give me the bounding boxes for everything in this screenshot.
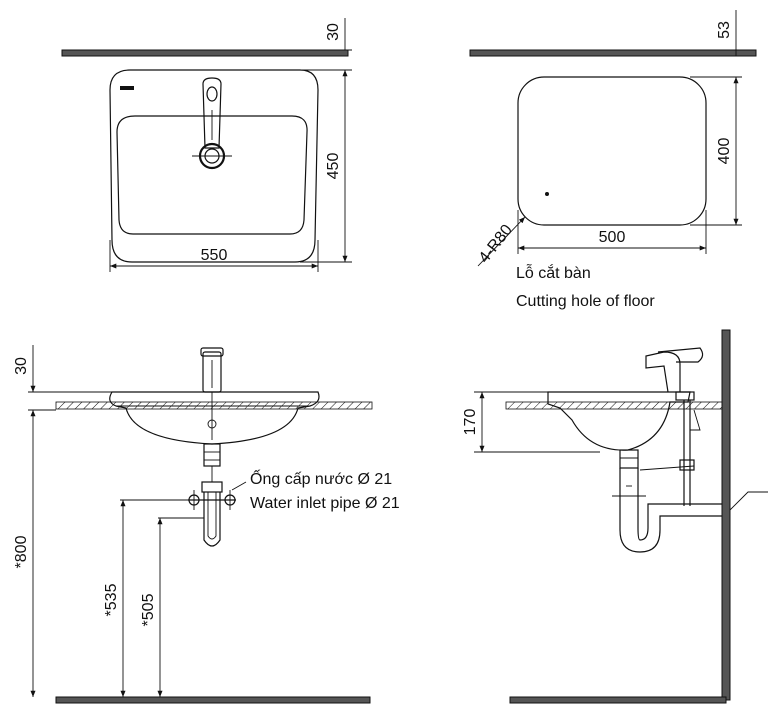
dim-front-rim: 30: [13, 357, 30, 375]
cutout-outline: [517, 76, 707, 226]
dim-front-drain: *505: [140, 593, 157, 626]
dim-cutout-top-offset: 53: [716, 21, 733, 39]
side-counter-hatch: [505, 401, 723, 410]
cutout-label-vi: Lỗ cắt bàn: [516, 263, 591, 282]
side-trap-icon: [612, 449, 722, 553]
logo-mark: [120, 86, 134, 90]
front-elevation-view: Ống cấp nước Ø 21 Water inlet pipe Ø 21 …: [13, 345, 400, 704]
supply-hose-icon: [639, 400, 701, 506]
dim-cutout-width: 500: [599, 229, 626, 246]
side-elevation-view: 170: [462, 329, 768, 704]
faucet-side-icon: [645, 347, 704, 401]
inlet-valve-icon: [188, 490, 236, 510]
countertop-plate: [61, 49, 349, 57]
basin-top-view: 550 450 30: [61, 18, 352, 272]
front-drain-mark: [207, 392, 217, 440]
dim-front-height: *800: [13, 535, 30, 568]
dim-basin-top-offset: 30: [325, 23, 342, 41]
basin-outline: [109, 69, 319, 263]
cutout-view: 500 400 53 4-R80 Lỗ cắt bàn Cutting hole…: [469, 10, 757, 310]
cutout-label-en: Cutting hole of floor: [516, 293, 655, 310]
dim-basin-width: 550: [201, 247, 228, 264]
drain-top-icon: [192, 142, 232, 170]
side-wall: [721, 329, 731, 701]
dim-cutout-radius: 4-R80: [476, 222, 516, 267]
front-floor-plate: [55, 696, 371, 704]
front-counter-hatch: [55, 401, 373, 410]
side-basin-outline: [547, 391, 691, 451]
dim-cutout-depth: 400: [716, 138, 733, 165]
side-floor-plate: [509, 696, 727, 704]
dim-front-inlet: *535: [103, 583, 120, 616]
cutout-plate: [469, 49, 757, 57]
faucet-front-icon: [200, 347, 224, 393]
faucet-top-icon: [202, 77, 222, 149]
cutout-marker-dot: [545, 192, 549, 196]
front-trap-icon: [201, 443, 223, 547]
inlet-label-vi: Ống cấp nước Ø 21: [250, 468, 392, 488]
front-basin-outline: [109, 391, 320, 445]
inlet-label-en: Water inlet pipe Ø 21: [250, 495, 400, 512]
dim-basin-depth: 450: [325, 153, 342, 180]
dim-side-depth: 170: [462, 409, 479, 436]
bowl-outline: [116, 115, 308, 235]
